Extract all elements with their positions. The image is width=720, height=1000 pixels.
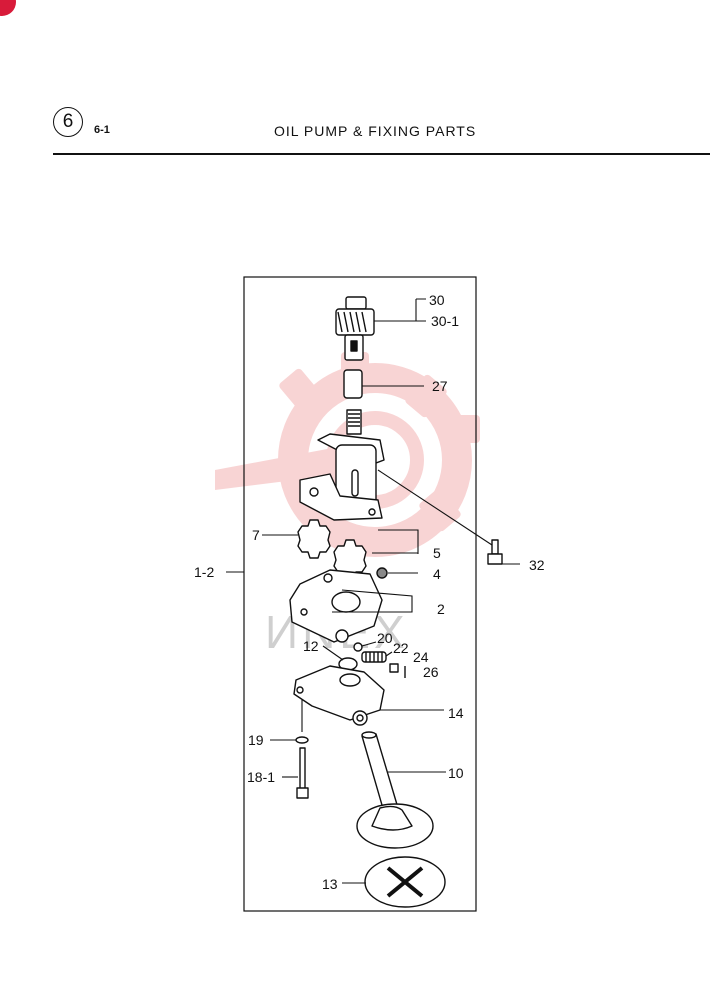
callout-27: 27	[432, 378, 448, 394]
callout-10: 10	[448, 765, 464, 781]
watermark-gear-logo	[215, 352, 480, 557]
pump-shaft	[346, 409, 362, 435]
callout-18-1: 18-1	[247, 769, 275, 785]
callout-7: 7	[252, 527, 260, 543]
pump-cover-part-2	[289, 569, 383, 643]
ball-part-4	[376, 567, 388, 579]
callout-24: 24	[413, 649, 429, 665]
section-code: 6-1	[94, 124, 110, 136]
spring-part-22	[361, 651, 387, 663]
drive-gear-part-30	[335, 296, 375, 361]
callout-22: 22	[393, 640, 409, 656]
pump-body-part-5	[299, 433, 385, 521]
callout-13: 13	[322, 876, 338, 892]
callout-5: 5	[433, 545, 441, 561]
sleeve-part-27	[343, 369, 363, 399]
callout-30-1: 30-1	[431, 313, 459, 329]
callout-12: 12	[303, 638, 319, 654]
strainer-screen-part-13	[364, 856, 446, 908]
callout-2: 2	[437, 601, 445, 617]
header-rule	[53, 153, 710, 155]
callout-30: 30	[429, 292, 445, 308]
callout-26: 26	[423, 664, 439, 680]
callout-1-2: 1-2	[194, 564, 214, 580]
callout-14: 14	[448, 705, 464, 721]
bolt-part-18-1	[296, 747, 309, 799]
bolt-part-32	[487, 539, 503, 565]
section-number: 6	[62, 111, 74, 132]
ball-part-20	[353, 642, 363, 652]
section-number-badge: 6	[53, 107, 83, 137]
leader-lines	[226, 298, 520, 884]
page-title: OIL PUMP & FIXING PARTS	[274, 123, 477, 139]
driven-gear-part-7	[297, 519, 331, 559]
washer-part-19	[295, 736, 309, 744]
callout-32: 32	[529, 557, 545, 573]
plug-part-24	[389, 663, 399, 673]
oil-strainer-part-10	[356, 731, 434, 849]
callout-4: 4	[433, 566, 441, 582]
parts-frame	[243, 276, 477, 912]
callout-20: 20	[377, 630, 393, 646]
pump-base-part-14	[293, 665, 385, 726]
callout-19: 19	[248, 732, 264, 748]
